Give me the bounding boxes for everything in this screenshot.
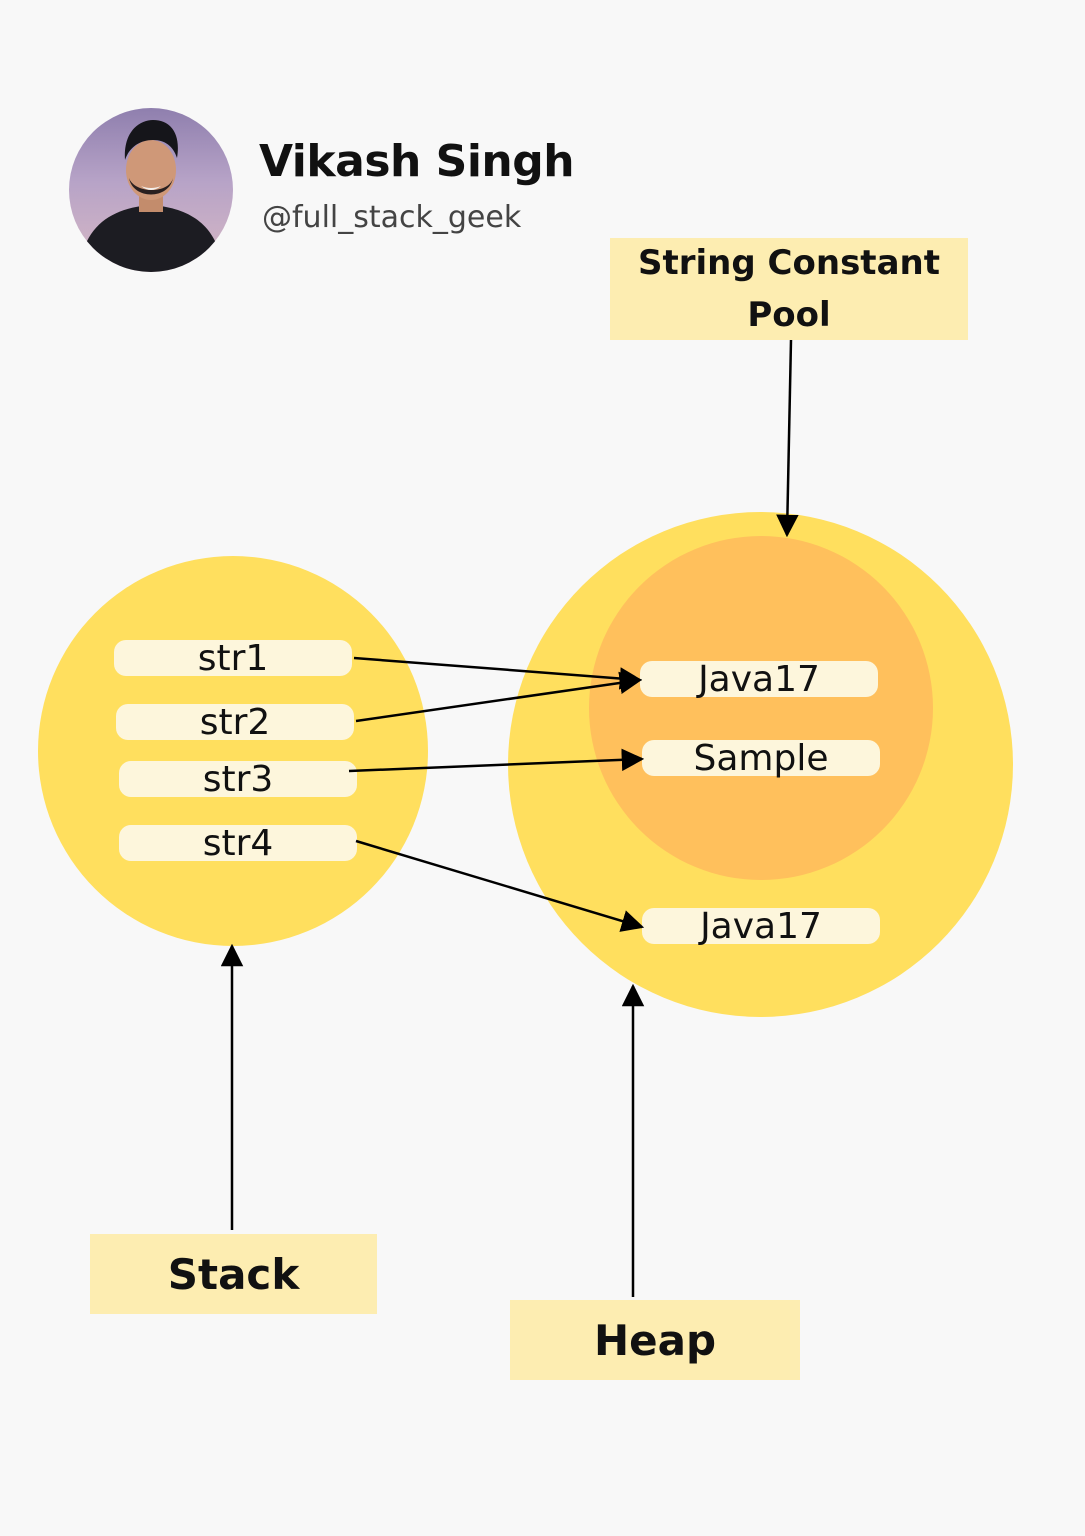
pool-object-sample: Sample	[642, 738, 880, 779]
arrow-pool-label	[776, 339, 799, 538]
arrow-str1-to-java17	[353, 656, 643, 690]
string-constant-pool-label: String Constant Pool	[610, 238, 968, 340]
arrow-str2-to-java17	[355, 671, 643, 723]
stack-var-str3: str3	[119, 759, 357, 800]
author-handle: @full_stack_geek	[262, 200, 522, 235]
stack-var-str4: str4	[119, 823, 357, 864]
stack-region	[38, 556, 428, 946]
heap-label: Heap	[510, 1300, 800, 1380]
stack-label: Stack	[90, 1234, 377, 1314]
arrow-str4-to-heap-java17	[355, 839, 645, 932]
stack-var-str2: str2	[116, 702, 354, 743]
arrow-str3-to-sample	[348, 748, 645, 773]
string-pool-region	[589, 536, 933, 880]
heap-object-java17: Java17	[642, 906, 880, 947]
author-name: Vikash Singh	[259, 136, 575, 187]
stack-var-str1: str1	[114, 638, 352, 679]
author-avatar	[69, 108, 233, 272]
pool-object-java17: Java17	[640, 659, 878, 700]
